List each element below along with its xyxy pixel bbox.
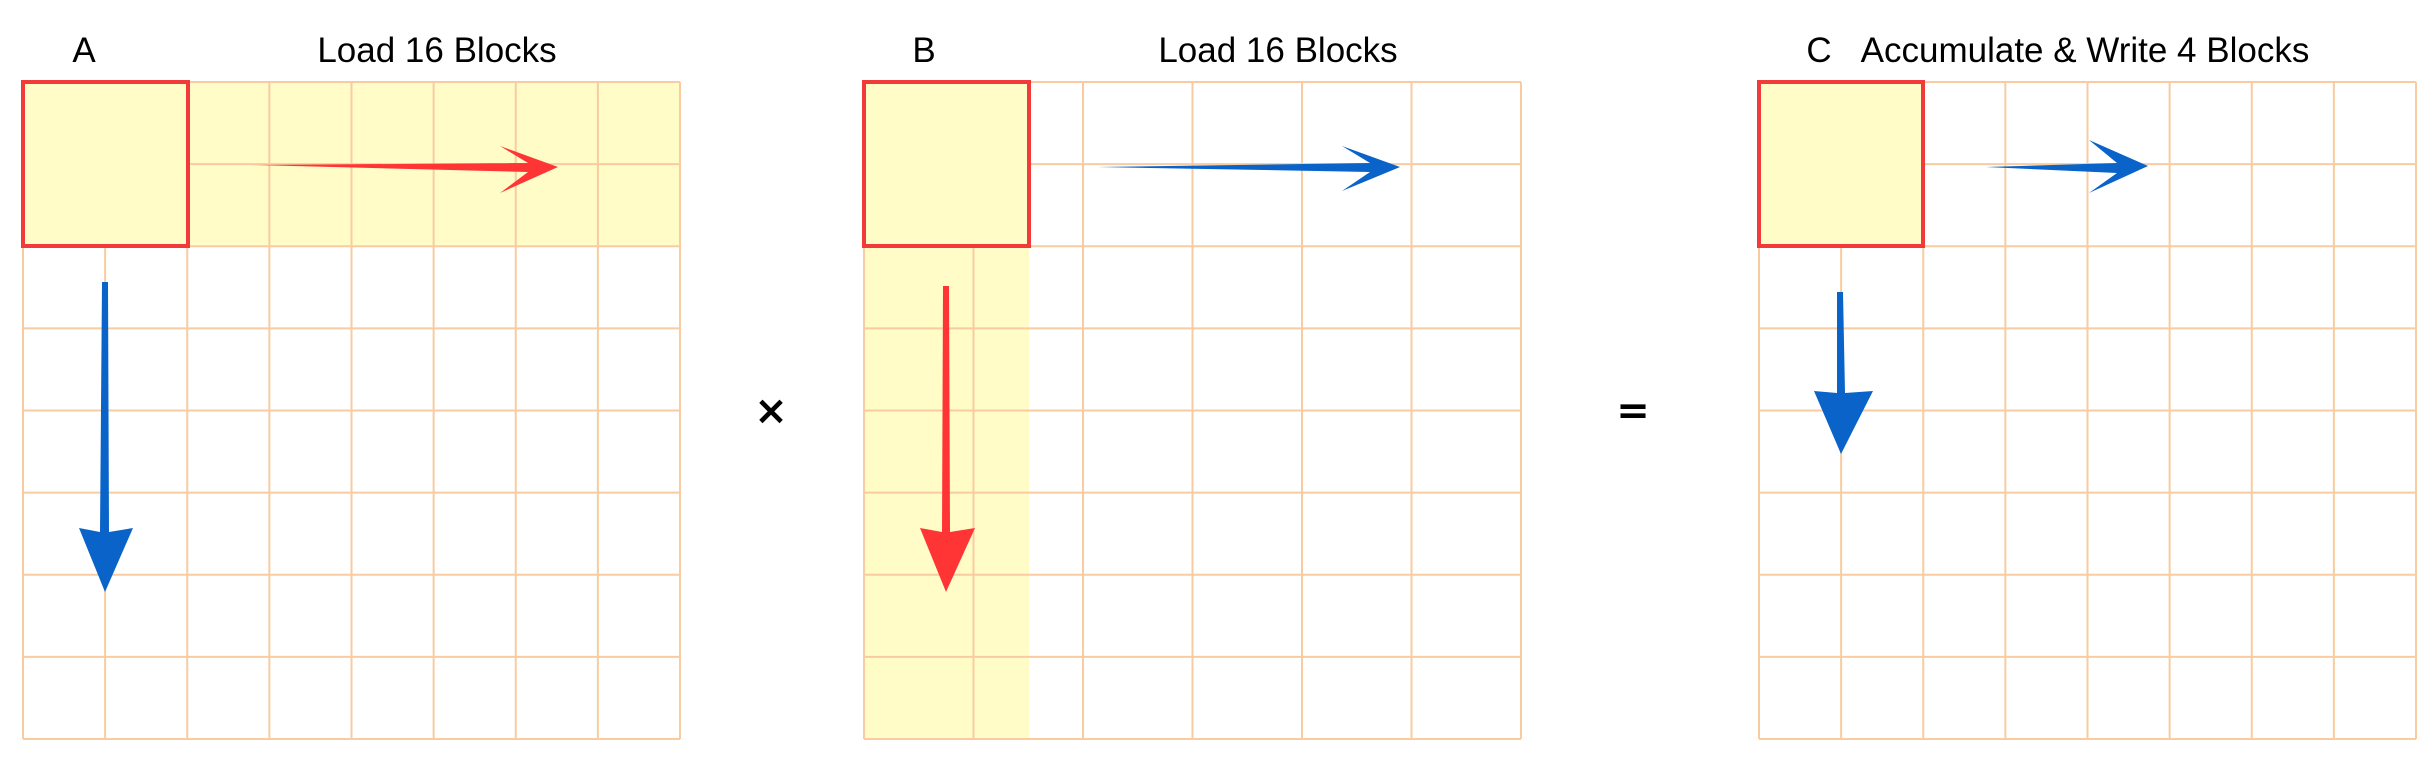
matrix-b-column-arrow-icon [920,286,975,592]
matrix-c-right-arrow-icon [1986,140,2148,193]
matrix-c-active-tile [1757,80,1925,248]
matrix-c: C Accumulate & Write 4 Blocks [1757,31,2417,740]
matrix-b-right-arrow-icon [1098,146,1400,191]
matrix-c-caption: Accumulate & Write 4 Blocks [1861,31,2310,70]
matrix-a-caption: Load 16 Blocks [317,31,556,70]
matrix-c-down-arrow-icon [1814,292,1873,454]
matrix-a: A Load 16 Blocks [21,31,681,740]
matrix-a-down-arrow-icon [79,282,133,592]
matrix-b-caption: Load 16 Blocks [1158,31,1397,70]
multiply-operator: × [754,388,788,434]
equals-operator: = [1616,388,1650,434]
matrix-b-name: B [912,31,935,70]
matrix-a-name: A [72,31,96,70]
matrix-b-active-tile [862,80,1031,248]
matrix-b-grid [863,81,1522,740]
matrix-c-name: C [1806,31,1831,70]
matrix-a-active-tile [21,80,190,248]
matrix-a-row-arrow-icon [252,146,558,193]
matrix-b: B Load 16 Blocks [862,31,1522,740]
